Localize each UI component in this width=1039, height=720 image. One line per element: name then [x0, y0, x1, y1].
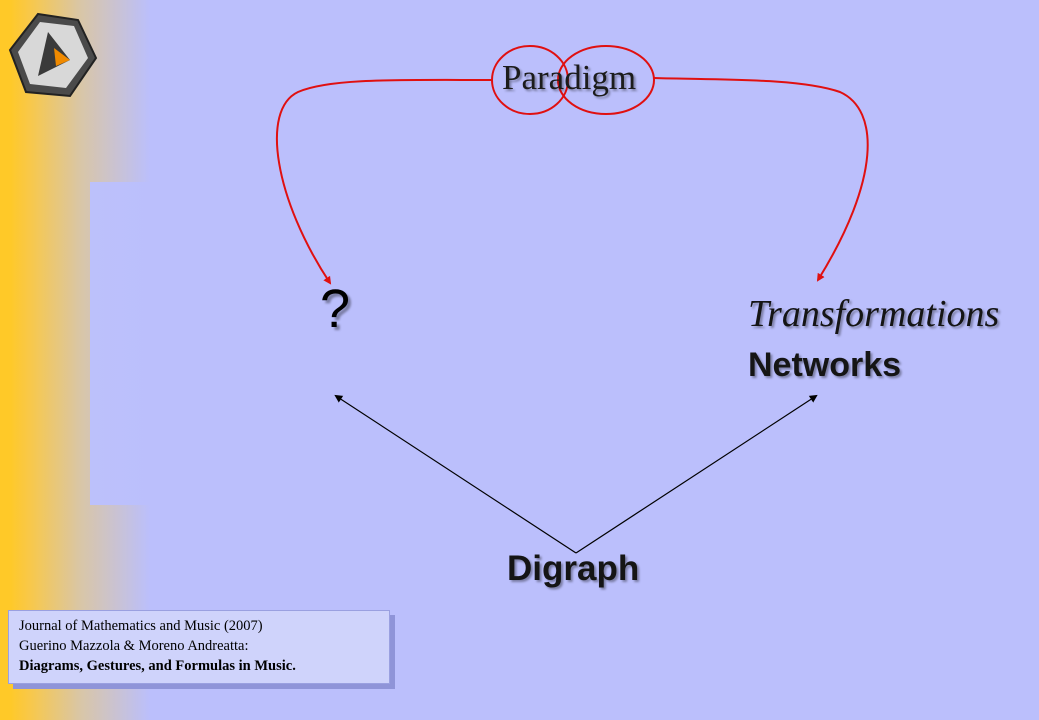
networks-label: Networks [748, 346, 902, 384]
paradigm-right-circle [557, 45, 655, 115]
logo [8, 12, 98, 98]
black-arrow-right [575, 394, 818, 554]
question-mark-node: ? [320, 279, 351, 339]
digraph-label: Digraph [507, 549, 640, 588]
black-arrow-left [334, 394, 577, 554]
reference-line-2: Guerino Mazzola & Moreno Andreatta: [19, 638, 249, 654]
red-arrow-left [275, 78, 493, 285]
reference-line-1: Journal of Mathematics and Music (2007) [19, 618, 263, 634]
red-arrow-right [653, 77, 869, 282]
paradigm-label: Paradigm [502, 58, 637, 97]
reference-title: Diagrams, Gestures, and Formulas in Musi… [19, 658, 296, 674]
reference-box: Journal of Mathematics and Music (2007) … [8, 610, 390, 684]
inner-panel [90, 182, 150, 505]
transformations-label: Transformations [748, 293, 1000, 335]
